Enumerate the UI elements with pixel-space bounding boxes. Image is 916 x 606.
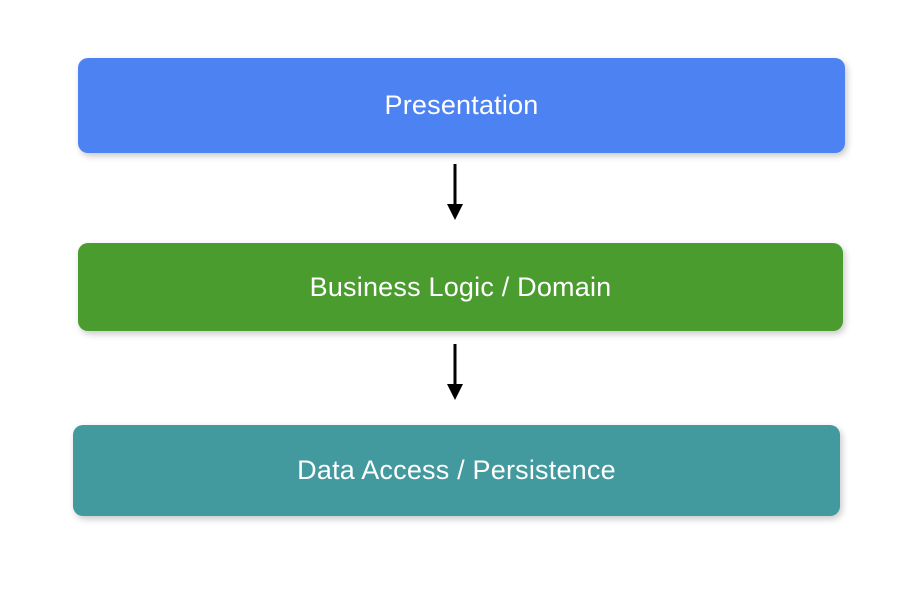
layer-box-data-access[interactable]: Data Access / Persistence <box>73 425 840 516</box>
layer-box-presentation[interactable]: Presentation <box>78 58 845 153</box>
layer-label-presentation: Presentation <box>384 90 539 120</box>
arrow-down-icon <box>447 164 463 220</box>
layer-label-data-access: Data Access / Persistence <box>297 455 616 485</box>
arrow-down-icon-presentation-to-business <box>443 160 467 224</box>
arrow-down-icon-business-to-data <box>443 340 467 404</box>
layer-label-business-logic: Business Logic / Domain <box>309 271 612 302</box>
arrow-down-icon <box>447 344 463 400</box>
layer-box-business-logic[interactable]: Business Logic / Domain <box>78 243 843 331</box>
